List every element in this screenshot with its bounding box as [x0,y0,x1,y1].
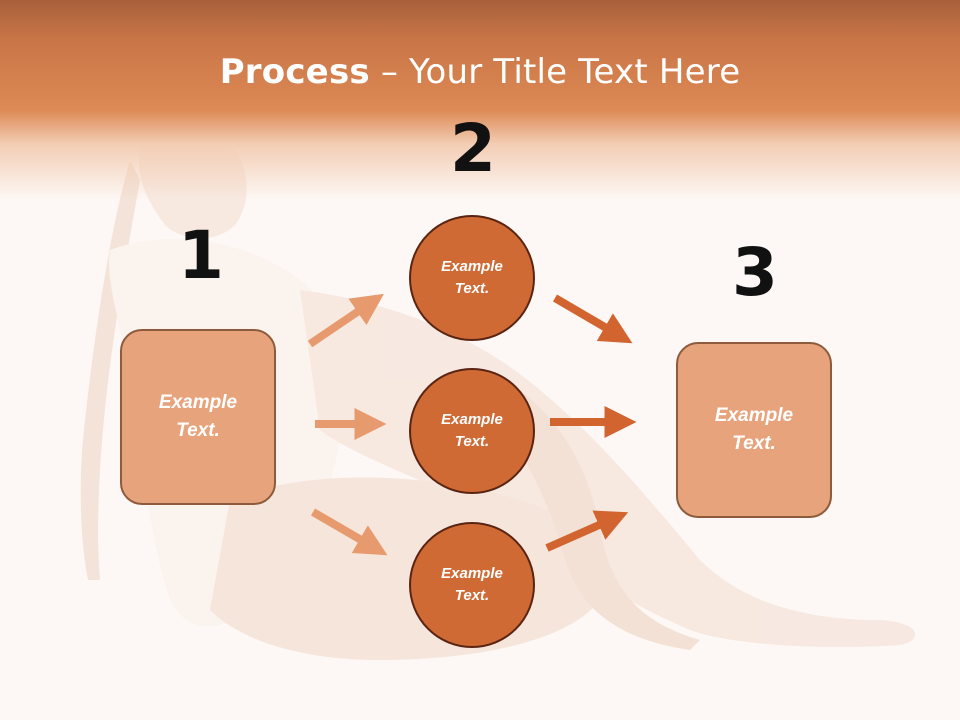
step-number-3: 3 [732,234,778,311]
arrow-1-to-bottom [310,508,388,556]
step-number-2: 2 [450,110,496,187]
step-3-box: Example Text. [676,342,832,518]
circle-top-text: Example Text. [441,257,503,298]
circle-middle-text: Example Text. [441,410,503,451]
arrow-top-to-3 [552,294,633,344]
step-number-1: 1 [178,217,224,294]
slide-title: Process – Your Title Text Here [0,52,960,92]
arrow-1-to-top [307,293,384,348]
step-2-circle-top: Example Text. [409,215,535,341]
circle-bottom-text: Example Text. [441,564,503,605]
header-band [0,0,960,200]
step-2-circle-middle: Example Text. [409,368,535,494]
title-rest: – Your Title Text Here [369,52,741,92]
arrow-bottom-to-3 [545,510,629,552]
title-bold: Process [219,52,370,92]
step-2-circle-bottom: Example Text. [409,522,535,648]
step-3-box-text: Example Text. [714,404,794,455]
step-1-box-text: Example Text. [158,391,238,442]
step-1-box: Example Text. [120,329,276,505]
